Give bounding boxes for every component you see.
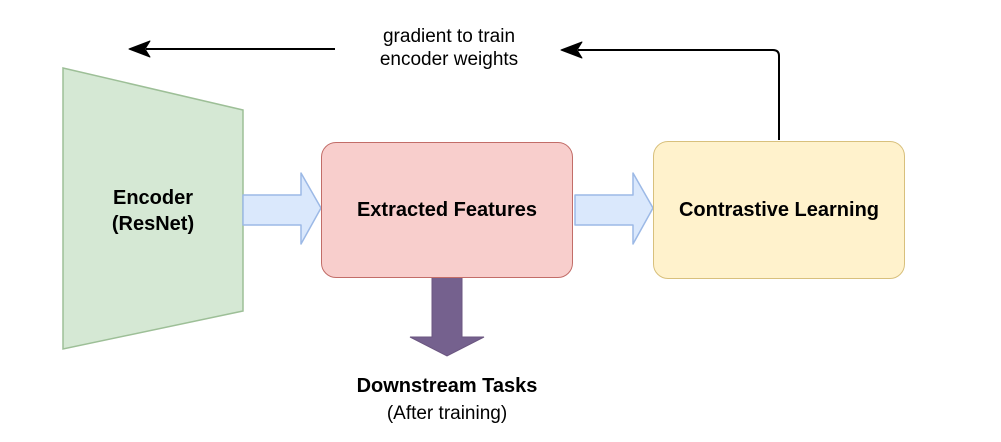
gradient-note-line1: gradient to train xyxy=(382,26,516,47)
encoder-label-line1: Encoder xyxy=(112,187,194,209)
gradient-arrow-left-head-icon xyxy=(128,40,151,58)
flow-arrow-encoder-to-features xyxy=(242,172,322,245)
extracted-features-label: Extracted Features xyxy=(356,198,538,221)
gradient-note-line2: encoder weights xyxy=(379,49,519,70)
encoder-label: Encoder (ResNet) xyxy=(63,185,243,237)
downstream-tasks-label: Downstream Tasks (After training) xyxy=(327,373,567,427)
flow-arrow-features-to-contrastive xyxy=(574,172,654,245)
gradient-note: gradient to train encoder weights xyxy=(349,25,549,71)
contrastive-learning-node: Contrastive Learning xyxy=(653,141,905,279)
downstream-tasks-label-line2: (After training) xyxy=(386,403,508,424)
contrastive-learning-label: Contrastive Learning xyxy=(678,198,880,221)
gradient-arrow-right-line xyxy=(578,49,780,140)
extracted-features-node: Extracted Features xyxy=(321,142,573,278)
encoder-node-shape xyxy=(62,67,244,350)
downstream-tasks-label-line1: Downstream Tasks xyxy=(356,375,538,397)
encoder-label-line2: (ResNet) xyxy=(111,213,195,235)
gradient-arrow-right-head-icon xyxy=(560,41,583,59)
downstream-arrow xyxy=(409,276,485,357)
